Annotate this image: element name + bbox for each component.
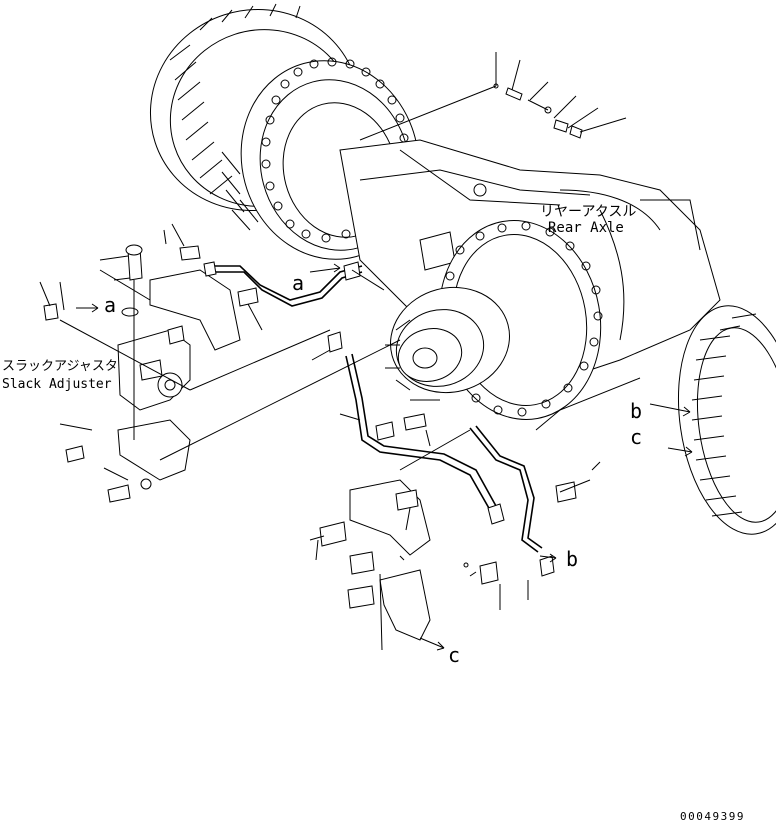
brake-pipe-lower — [311, 331, 505, 525]
callout-b-right: b — [630, 399, 642, 423]
brake-pipe-upper — [163, 223, 385, 331]
rear-axle-en-label: Rear Axle — [548, 220, 624, 236]
lower-brackets — [309, 377, 641, 651]
slack-adjuster-jp-label: スラックアジャスタ — [2, 359, 118, 374]
slack-adjuster-en-label: Slack Adjuster — [2, 377, 112, 392]
callout-c-lower: c — [448, 643, 460, 667]
rear-axle-jp-label: リヤーアクスル — [540, 204, 636, 220]
callout-arrows — [76, 263, 693, 651]
callout-a-center: a — [292, 271, 304, 295]
callout-a-left: a — [104, 293, 116, 317]
input-yoke — [385, 286, 510, 394]
right-wheel-hub — [677, 305, 776, 535]
slack-adjuster-assembly — [39, 244, 401, 503]
callout-b-lower: b — [566, 547, 578, 571]
top-fittings — [359, 52, 627, 141]
callout-c-right: c — [630, 425, 642, 449]
drawing-number: 00049399 — [680, 810, 745, 823]
